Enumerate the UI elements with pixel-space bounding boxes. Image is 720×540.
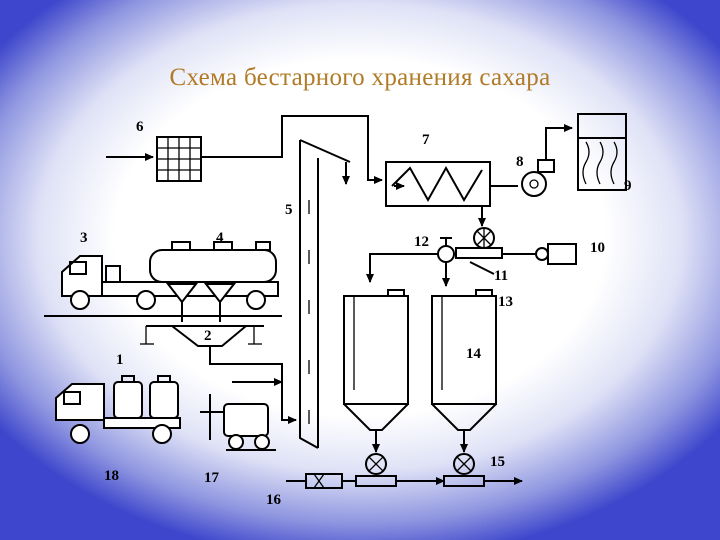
label-9: 9	[624, 178, 632, 194]
label-6: 6	[136, 119, 144, 135]
slide-title: Схема бестарного хранения сахара	[169, 64, 551, 91]
label-10: 10	[590, 240, 605, 256]
label-8: 8	[516, 154, 524, 170]
receiving-hopper	[140, 302, 297, 424]
label-11: 11	[494, 268, 508, 284]
label-7: 7	[422, 132, 430, 148]
tanker-truck	[44, 241, 282, 317]
forklift	[200, 394, 276, 451]
discharge-conveyor	[286, 453, 523, 489]
label-17: 17	[204, 470, 220, 486]
label-13: 13	[498, 294, 513, 310]
label-1: 1	[116, 352, 124, 368]
label-14: 14	[466, 346, 482, 362]
label-4: 4	[216, 230, 224, 246]
fan-and-filter	[490, 113, 627, 197]
bucket-elevator	[299, 139, 351, 449]
distributor-unit	[366, 227, 577, 287]
screw-conveyor	[385, 161, 491, 227]
label-3: 3	[80, 230, 88, 246]
label-15: 15	[490, 454, 505, 470]
label-18: 18	[104, 468, 119, 484]
label-5: 5	[285, 202, 293, 218]
sieve-grid	[106, 115, 383, 184]
bag-truck	[55, 375, 181, 444]
label-12: 12	[414, 234, 429, 250]
storage-silos	[343, 289, 497, 453]
label-2: 2	[204, 328, 212, 344]
label-16: 16	[266, 492, 282, 508]
